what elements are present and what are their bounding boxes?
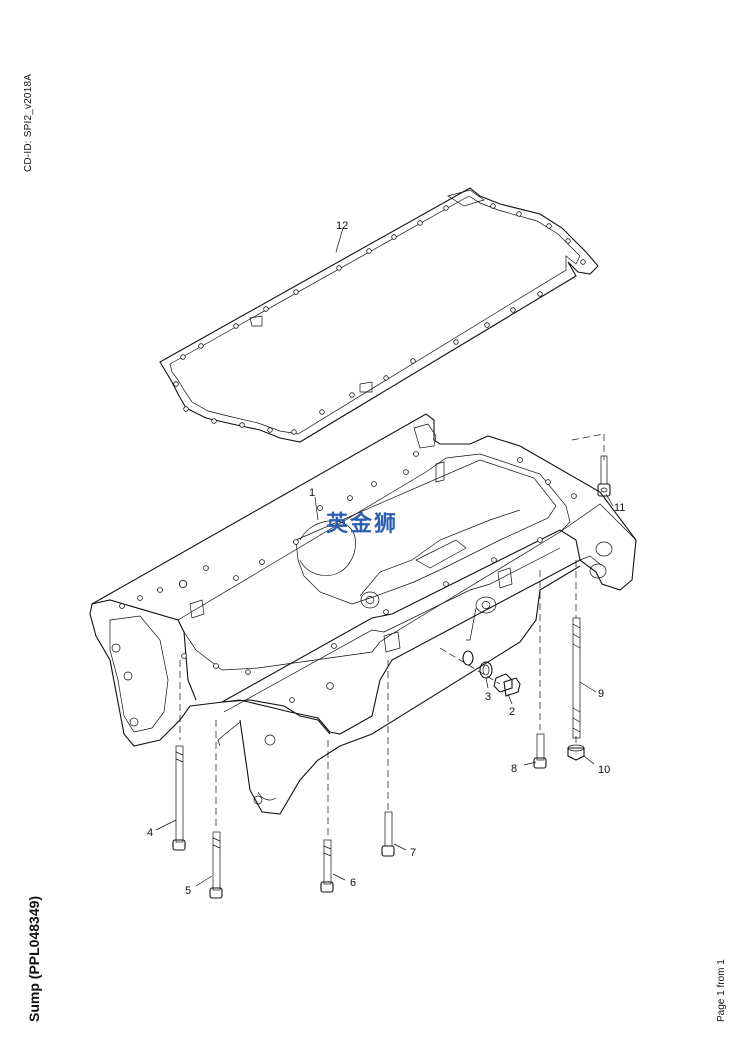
stud-part-9[interactable] [572,617,581,739]
callout-labels: 12 1 11 9 10 8 2 3 7 6 5 4 [147,220,625,897]
gasket-bolt-holes [173,203,586,435]
callout-9: 9 [598,688,604,700]
callout-leaders [155,227,614,887]
bolt-part-4[interactable] [172,745,186,851]
callout-8: 8 [511,763,517,775]
callout-4: 4 [147,827,153,839]
callout-5: 5 [185,885,191,897]
bolt-part-7[interactable] [381,811,395,857]
callout-3: 3 [485,691,491,703]
nut-part-10[interactable] [567,744,585,761]
callout-7: 7 [410,847,416,859]
callout-2: 2 [509,706,515,718]
callout-12: 12 [336,220,348,232]
bolt-part-5[interactable] [209,831,223,899]
drain-plug-part-2[interactable] [493,673,521,697]
callout-11: 11 [614,502,625,514]
drain-washer-large [462,650,474,666]
bolt-part-6[interactable] [320,839,334,893]
seal-ring-part-3[interactable] [479,661,493,679]
callout-6: 6 [350,877,356,889]
watermark-logo: 英金狮 [326,512,399,537]
callout-10: 10 [598,764,610,776]
bolt-part-8[interactable] [533,733,547,769]
sump-body-part-1[interactable] [89,413,637,815]
flange-bolt-holes [119,451,577,703]
assembly-centerlines [179,433,605,836]
bolt-part-11[interactable] [597,455,611,497]
gasket-part-12[interactable] [159,187,599,443]
callout-1: 1 [309,487,315,499]
